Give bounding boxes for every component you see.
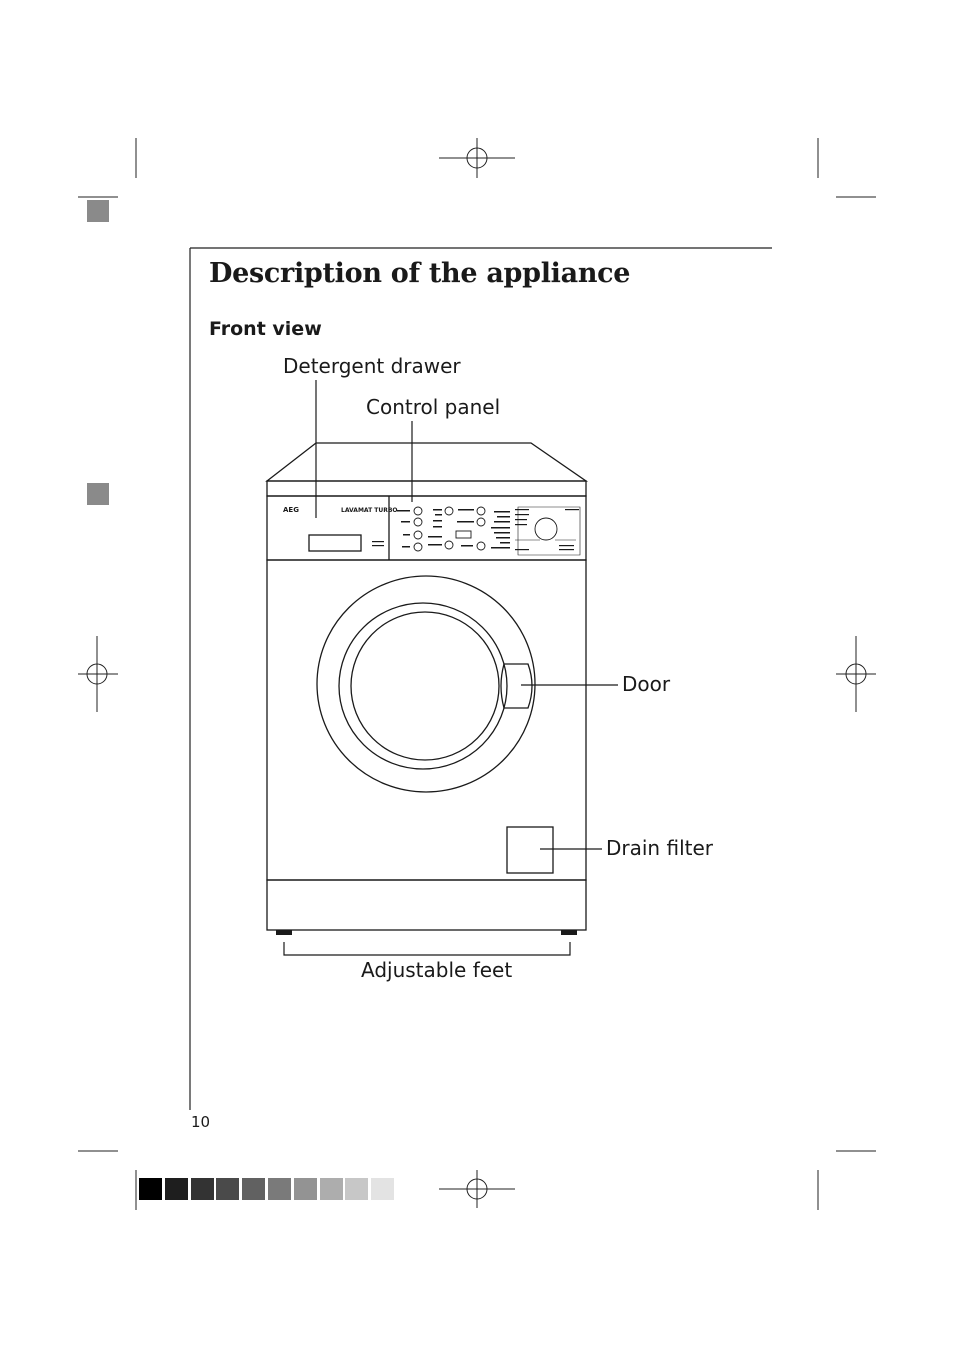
registration-target-right: [836, 636, 876, 712]
color-swatch: [190, 1178, 214, 1200]
brand-label: AEG: [283, 506, 299, 514]
model-label: LAVAMAT TURBO: [341, 507, 398, 514]
color-swatch: [268, 1178, 291, 1200]
registration-target-top: [439, 138, 515, 178]
page-title: Description of the appliance: [209, 258, 631, 289]
label-drain-filter: Drain filter: [606, 836, 713, 860]
margin-marker-middle: [87, 483, 109, 505]
color-swatch: [242, 1178, 266, 1200]
registration-target-left: [78, 636, 118, 712]
registration-target-bottom: [439, 1170, 515, 1208]
color-swatch: [371, 1178, 395, 1200]
color-swatch: [319, 1178, 343, 1200]
control-panel-text-marks: [372, 509, 579, 551]
color-swatch: [164, 1178, 188, 1200]
color-swatch: [293, 1178, 317, 1200]
label-detergent-drawer: Detergent drawer: [283, 354, 461, 378]
margin-marker-top: [87, 200, 109, 222]
label-door: Door: [622, 672, 671, 696]
label-adjustable-feet: Adjustable feet: [361, 958, 513, 982]
page-number: 10: [191, 1113, 211, 1131]
adjustable-feet-marks: [276, 930, 577, 935]
callout-leader-lines: [283, 380, 618, 956]
color-swatch: [345, 1178, 369, 1200]
section-title: Front view: [209, 318, 322, 340]
control-panel-detail: [413, 506, 581, 556]
color-swatch: [139, 1178, 162, 1200]
color-swatch: [216, 1178, 240, 1200]
label-control-panel: Control panel: [366, 395, 501, 419]
page-frame: [189, 247, 772, 1110]
